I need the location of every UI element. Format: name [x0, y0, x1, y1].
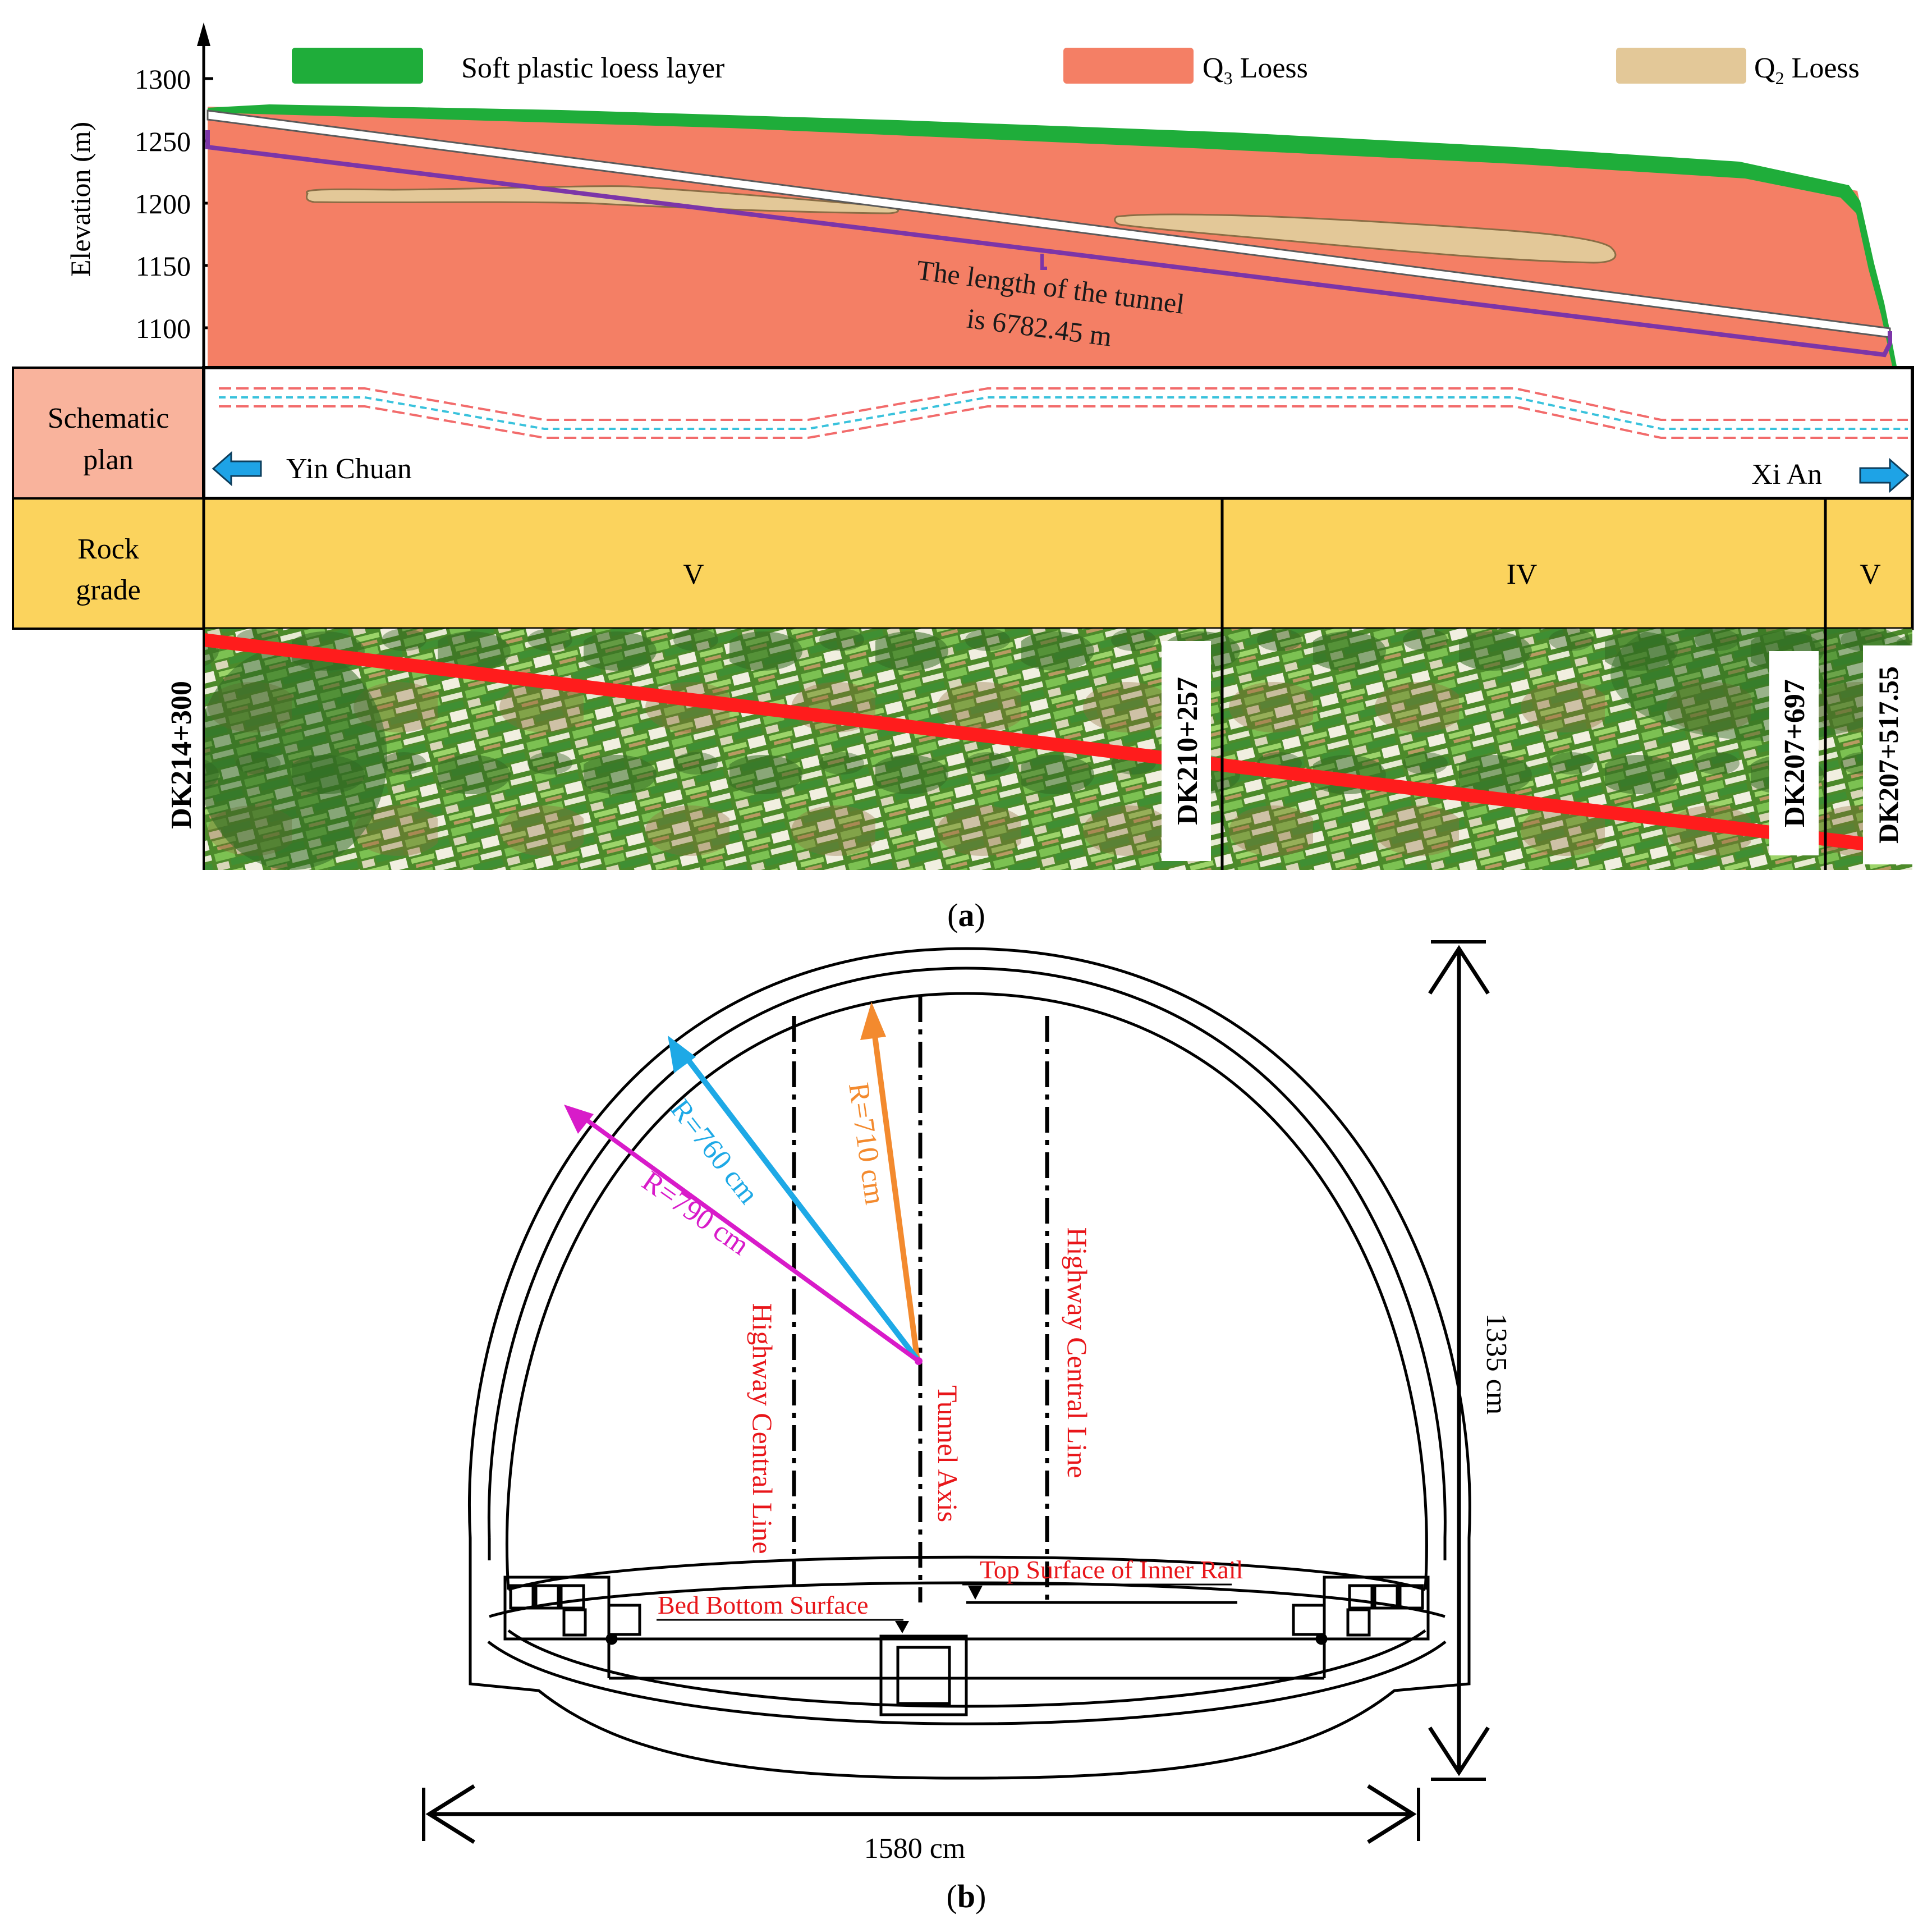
chainage-label-end: DK207+517.55 [1873, 666, 1904, 844]
rock-grade-label-line2: grade [76, 574, 140, 606]
y-axis-arrow [197, 22, 210, 46]
y-tick-label: 1300 [135, 63, 191, 95]
route-line [204, 633, 1912, 857]
legend-label-soft-plastic: Soft plastic loess layer [461, 52, 724, 84]
chainage-label-2: DK210+257 [1172, 677, 1204, 825]
rock-grade-segment-1 [202, 497, 1224, 630]
radius-arrows: R=710 cm R=760 cm R=790 cm [564, 1002, 923, 1365]
radius-790-arrowhead [564, 1105, 594, 1134]
q2-loess-lens-right [1114, 213, 1617, 264]
rock-grade-label-line1: Rock [77, 533, 139, 565]
legend-swatch-q2 [1616, 48, 1746, 84]
bed-bottom-marker-icon [895, 1621, 909, 1633]
caption-b: (b) [947, 1878, 986, 1915]
legend-swatch-q3 [1063, 48, 1194, 84]
caption-a: (a) [947, 897, 985, 933]
rock-grade-segment-2 [1220, 497, 1827, 630]
y-tick-label: 1150 [136, 250, 191, 282]
y-tick-label: 1200 [135, 188, 191, 219]
y-axis-label: Elevation (m) [65, 122, 96, 277]
rock-grade-value-2: IV [1507, 558, 1538, 590]
radius-790-arrow [585, 1118, 920, 1363]
tunnel-line [205, 130, 1892, 358]
schematic-plan-label-line1: Schematic [48, 402, 169, 434]
legend: Soft plastic loess layer Q3 Loess Q2 Loe… [292, 48, 1860, 88]
highway-centre-line-left-label: Highway Central Line [747, 1303, 778, 1554]
section-labels: Highway Central Line Tunnel Axis Highway… [658, 1227, 1243, 1619]
direction-left-label: Yin Chuan [286, 453, 412, 485]
highway-centre-line-right-label: Highway Central Line [1062, 1227, 1093, 1478]
rock-grade-value-1: V [683, 558, 704, 590]
legend-label-q2: Q2 Loess [1754, 52, 1860, 88]
radius-760-arrow [682, 1053, 921, 1363]
width-dimension-label: 1580 cm [864, 1833, 966, 1865]
y-tick-label: 1250 [135, 126, 191, 157]
top-surface-marker-icon [968, 1586, 983, 1600]
rock-grade-value-3: V [1860, 558, 1881, 590]
tunnel-cross-section [467, 947, 1471, 1780]
y-tick-label: 1100 [136, 313, 191, 344]
legend-label-q3: Q3 Loess [1203, 52, 1308, 88]
schematic-plan-label-line2: plan [83, 444, 134, 476]
schematic-plan-row: Schematic plan Yin Chuan Xi An [12, 366, 1914, 500]
schematic-plan-cell [202, 366, 1914, 500]
y-ticks: 1300 1250 1200 1150 1100 [135, 63, 213, 344]
arrow-left-icon [212, 451, 262, 487]
tunnel-axis-label: Tunnel Axis [932, 1385, 963, 1522]
alignment-center [219, 396, 1908, 430]
chainage-label-3: DK207+697 [1779, 679, 1811, 827]
inner-lining [505, 992, 1428, 1590]
legend-swatch-soft-plastic [292, 48, 423, 84]
alignment-outer-top [219, 387, 1908, 421]
dimension-lines [422, 940, 1490, 1844]
bed-bottom-label: Bed Bottom Surface [658, 1591, 869, 1619]
rock-grade-row: Rock grade V IV V [12, 497, 1914, 630]
rock-grade-label-cell [12, 497, 205, 630]
radius-710-arrowhead [860, 1002, 886, 1040]
radius-710-arrow [871, 1027, 920, 1362]
chainage-label-start: DK214+300 [166, 681, 198, 829]
outer-lining [467, 947, 1471, 1780]
arrow-right-icon [1859, 457, 1910, 493]
height-dimension-label: 1335 cm [1480, 1313, 1512, 1415]
elevation-markers [657, 1583, 1232, 1633]
direction-right-label: Xi An [1751, 459, 1822, 491]
top-surface-label: Top Surface of Inner Rail [980, 1555, 1243, 1584]
satellite-strip: DK214+300 DK210+257 DK207+697 DK207+517.… [166, 629, 1912, 870]
alignment-outer-bottom [219, 405, 1908, 439]
radius-760-arrowhead [668, 1036, 696, 1073]
tunnel-length-marker [1040, 254, 1047, 270]
centre-lines [792, 996, 1049, 1602]
q2-loess-lens-left [306, 185, 900, 214]
schematic-plan-label-cell [12, 367, 205, 500]
